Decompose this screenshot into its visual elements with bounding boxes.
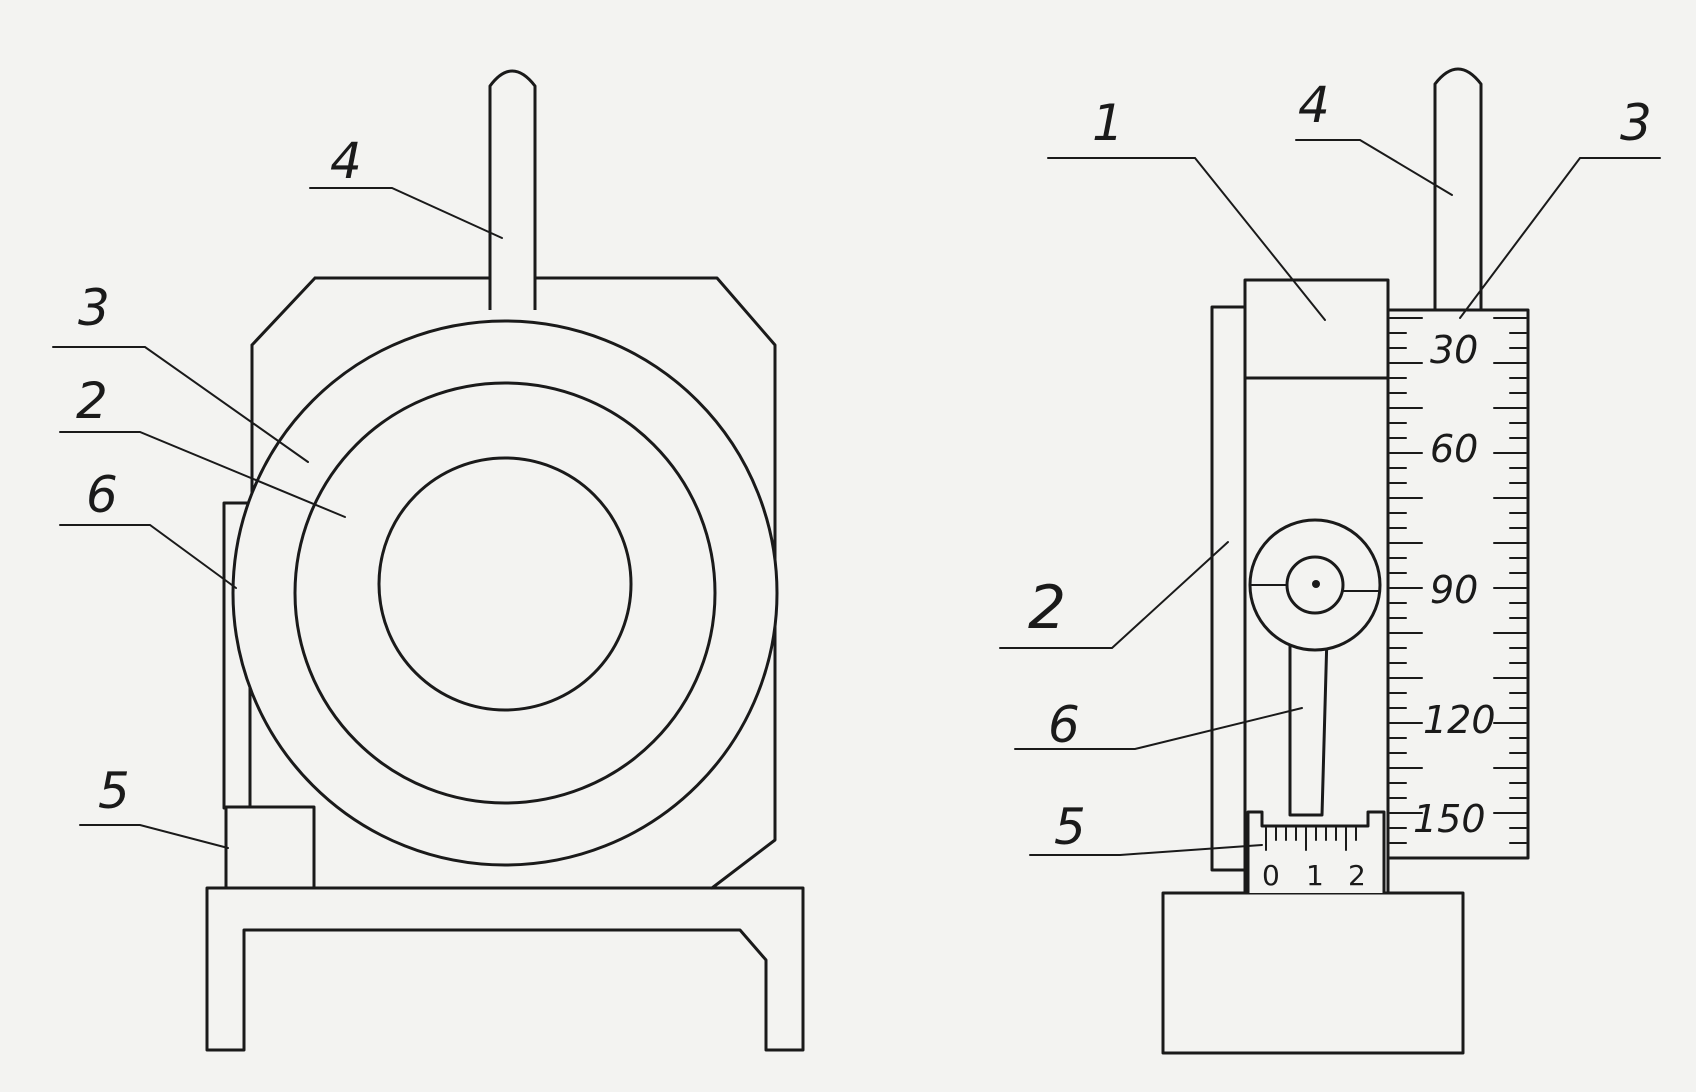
side-plate xyxy=(1210,305,1248,872)
front-base-block xyxy=(224,805,316,890)
vernier-label-0: 0 xyxy=(1262,859,1280,892)
side-arm xyxy=(1288,623,1329,817)
front-view: 4 3 2 6 5 xyxy=(52,69,805,1052)
scale-label-30: 30 xyxy=(1430,328,1478,372)
side-disc-center xyxy=(1312,580,1320,588)
side-rod xyxy=(1433,67,1483,310)
front-leader-3 xyxy=(52,346,309,463)
scale-label-120: 120 xyxy=(1423,698,1496,742)
side-callout-4: 4 xyxy=(1298,76,1330,134)
front-leader-4 xyxy=(309,187,503,239)
front-callout-6: 6 xyxy=(86,466,118,524)
side-leader-1 xyxy=(1047,157,1326,321)
front-outer-ring xyxy=(231,319,779,867)
side-base xyxy=(1161,891,1465,1055)
side-leader-3 xyxy=(1459,157,1661,319)
front-callout-2: 2 xyxy=(76,372,108,430)
scale-label-150: 150 xyxy=(1413,797,1486,841)
side-callout-6: 6 xyxy=(1048,696,1080,754)
vernier-label-1: 1 xyxy=(1306,859,1324,892)
scale-label-60: 60 xyxy=(1430,427,1478,471)
front-bore xyxy=(377,456,633,712)
front-leader-2 xyxy=(59,431,346,518)
side-vernier xyxy=(1246,810,1386,893)
front-base-frame xyxy=(205,886,805,1052)
side-leader-2 xyxy=(999,541,1229,649)
side-leader-4 xyxy=(1295,139,1453,196)
front-leader-6 xyxy=(59,524,237,589)
scale-labels: 30 60 90 120 150 xyxy=(1413,328,1496,841)
side-scale xyxy=(1386,308,1530,860)
front-rod xyxy=(488,69,537,310)
front-callout-5: 5 xyxy=(98,762,130,820)
scale-label-90: 90 xyxy=(1430,568,1478,612)
front-callout-3: 3 xyxy=(78,279,110,337)
front-leader-5 xyxy=(79,824,229,849)
vernier-ticks xyxy=(1265,827,1357,851)
front-callout-4: 4 xyxy=(330,132,362,190)
side-leader-5 xyxy=(1029,844,1263,856)
side-callout-2: 2 xyxy=(1028,573,1066,643)
side-leader-6 xyxy=(1014,707,1303,750)
side-callout-5: 5 xyxy=(1054,798,1086,856)
side-view: 30 60 90 120 150 0 1 2 1 4 3 2 6 5 xyxy=(999,67,1661,1055)
front-inner-ring xyxy=(293,381,717,805)
side-callout-1: 1 xyxy=(1092,94,1124,152)
side-callout-3: 3 xyxy=(1620,94,1652,152)
scale-ticks xyxy=(1389,317,1527,844)
vernier-label-2: 2 xyxy=(1348,859,1366,892)
